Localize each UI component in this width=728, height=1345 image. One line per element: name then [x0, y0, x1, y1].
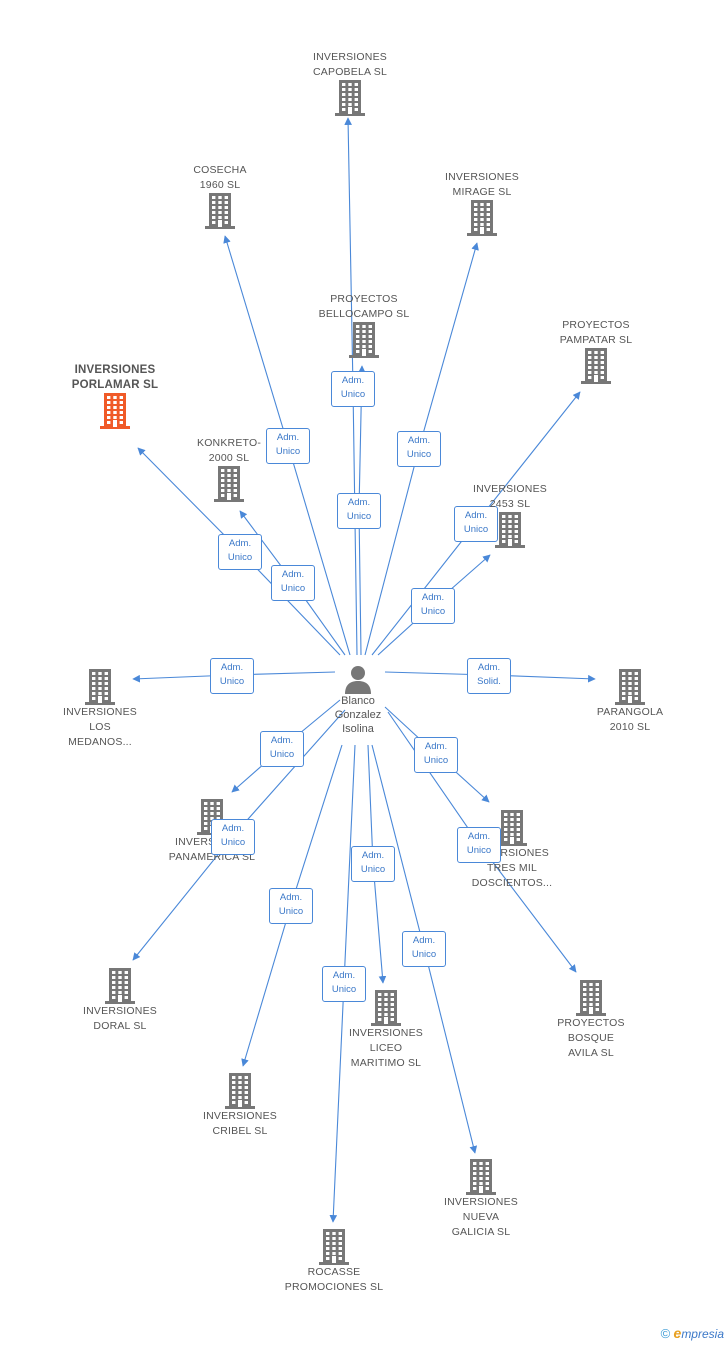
company-name: INVERSIONES MIRAGE SL	[445, 171, 519, 198]
building-icon	[576, 980, 606, 1016]
company-name: INVERSIONES LICEO MARITIMO SL	[349, 1027, 423, 1069]
company-node[interactable]: INVERSIONES CAPOBELA SL	[280, 50, 420, 116]
company-name: PROYECTOS PAMPATAR SL	[559, 319, 633, 346]
building-icon	[335, 80, 365, 116]
company-name: INVERSIONES LOS MEDANOS...	[63, 706, 137, 748]
building-icon	[495, 512, 525, 548]
edge-role-label[interactable]: Adm. Unico	[397, 431, 441, 467]
company-name: INVERSIONES 2453 SL	[473, 483, 547, 510]
person-node[interactable]: Blanco Gonzalez Isolina	[308, 664, 408, 736]
building-icon	[85, 669, 115, 705]
building-icon	[214, 466, 244, 502]
building-icon	[466, 1159, 496, 1195]
company-node[interactable]: KONKRETO- 2000 SL	[159, 436, 299, 502]
building-icon	[205, 193, 235, 229]
company-node[interactable]: INVERSIONES LICEO MARITIMO SL	[316, 990, 456, 1071]
company-name: PARANGOLA 2010 SL	[596, 706, 664, 733]
company-node[interactable]: COSECHA 1960 SL	[150, 163, 290, 229]
company-node[interactable]: PROYECTOS BOSQUE AVILA SL	[521, 980, 661, 1061]
edge-role-label[interactable]: Adm. Unico	[260, 731, 304, 767]
footer-brand: © empresia	[661, 1325, 724, 1341]
edge-role-label[interactable]: Adm. Unico	[266, 428, 310, 464]
edge-role-label[interactable]: Adm. Unico	[331, 371, 375, 407]
building-icon	[349, 322, 379, 358]
company-name: INVERSIONES PORLAMAR SL	[71, 364, 159, 391]
edge-role-label[interactable]: Adm. Unico	[402, 931, 446, 967]
brand-name: mpresia	[681, 1327, 724, 1341]
building-icon	[225, 1073, 255, 1109]
company-name: PROYECTOS BELLOCAMPO SL	[318, 293, 410, 320]
edge-role-label[interactable]: Adm. Unico	[454, 506, 498, 542]
company-node[interactable]: PROYECTOS PAMPATAR SL	[526, 318, 666, 384]
company-node[interactable]: ROCASSE PROMOCIONES SL	[264, 1229, 404, 1295]
company-node[interactable]: INVERSIONES LOS MEDANOS...	[30, 669, 170, 750]
company-node[interactable]: INVERSIONES MIRAGE SL	[412, 170, 552, 236]
building-icon	[371, 990, 401, 1026]
company-name: INVERSIONES CAPOBELA SL	[313, 51, 387, 78]
copyright-symbol: ©	[660, 1326, 671, 1341]
building-icon	[319, 1229, 349, 1265]
edge-role-label[interactable]: Adm. Unico	[322, 966, 366, 1002]
edge-role-label[interactable]: Adm. Unico	[337, 493, 381, 529]
company-node[interactable]: PARANGOLA 2010 SL	[560, 669, 700, 735]
edge-role-label[interactable]: Adm. Unico	[210, 658, 254, 694]
company-node[interactable]: PROYECTOS BELLOCAMPO SL	[294, 292, 434, 358]
company-node[interactable]: INVERSIONES NUEVA GALICIA SL	[411, 1159, 551, 1240]
edge-role-label[interactable]: Adm. Unico	[351, 846, 395, 882]
company-name: INVERSIONES NUEVA GALICIA SL	[444, 1196, 518, 1238]
building-icon	[615, 669, 645, 705]
brand-initial: e	[673, 1325, 682, 1341]
edge-role-label[interactable]: Adm. Unico	[411, 588, 455, 624]
building-highlight-icon	[100, 393, 130, 429]
building-icon	[581, 348, 611, 384]
company-name: COSECHA 1960 SL	[193, 164, 247, 191]
company-node[interactable]: INVERSIONES CRIBEL SL	[170, 1073, 310, 1139]
company-name: INVERSIONES DORAL SL	[83, 1005, 157, 1032]
company-name: ROCASSE PROMOCIONES SL	[284, 1266, 384, 1293]
building-icon	[105, 968, 135, 1004]
edge-role-label[interactable]: Adm. Unico	[218, 534, 262, 570]
company-node[interactable]: INVERSIONES 2453 SL	[440, 482, 580, 548]
edge-role-label[interactable]: Adm. Unico	[414, 737, 458, 773]
person-icon	[345, 666, 371, 694]
company-name: PROYECTOS BOSQUE AVILA SL	[557, 1017, 625, 1059]
company-node[interactable]: INVERSIONES PORLAMAR SL	[45, 363, 185, 429]
edge-role-label[interactable]: Adm. Unico	[211, 819, 255, 855]
edge-role-label[interactable]: Adm. Unico	[271, 565, 315, 601]
edge-role-label[interactable]: Adm. Solid.	[467, 658, 511, 694]
building-icon	[467, 200, 497, 236]
building-icon	[497, 810, 527, 846]
person-name: Blanco Gonzalez Isolina	[334, 695, 382, 735]
company-node[interactable]: INVERSIONES DORAL SL	[50, 968, 190, 1034]
edge-role-label[interactable]: Adm. Unico	[269, 888, 313, 924]
company-name: KONKRETO- 2000 SL	[196, 437, 262, 464]
company-name: INVERSIONES CRIBEL SL	[203, 1110, 277, 1137]
edge-role-label[interactable]: Adm. Unico	[457, 827, 501, 863]
